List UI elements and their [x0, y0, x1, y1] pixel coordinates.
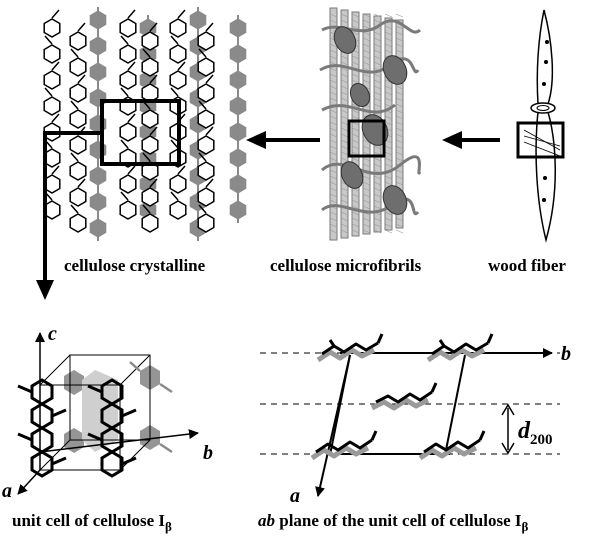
wood-fiber-illustration	[523, 9, 561, 243]
d200-label: d200	[518, 418, 553, 448]
unit-cell-b-axis	[39, 429, 199, 453]
ab-plane-a-label: a	[290, 485, 300, 507]
microfibril-selection-box	[347, 119, 386, 158]
ab-plane-illustration	[260, 333, 560, 497]
unit-cell-illustration	[17, 332, 199, 495]
cellulose-microfibrils-illustration	[319, 7, 422, 241]
unit-cell-c-label: c	[48, 323, 57, 345]
arrow-to-crystalline-head	[246, 131, 266, 149]
arrow-to-unit-cell-head	[36, 280, 54, 300]
ab-plane-b-label: b	[561, 343, 571, 365]
arrow-to-unit-cell	[43, 131, 102, 285]
caption-unit-cell: unit cell of cellulose Iβ	[12, 511, 172, 534]
unit-cell-a-axis	[17, 469, 41, 495]
caption-wood-fiber: wood fiber	[488, 256, 566, 275]
cellulose-crystalline-illustration	[43, 7, 247, 241]
unit-cell-b-label: b	[203, 442, 213, 464]
ab-plane-a-axis	[315, 354, 351, 497]
caption-cellulose-crystalline: cellulose crystalline	[64, 256, 206, 275]
arrow-to-microfibrils-head	[442, 131, 462, 149]
unit-cell-a-label: a	[2, 480, 12, 502]
caption-ab-plane: ab plane of the unit cell of cellulose I…	[258, 511, 528, 534]
wood-fiber-selection-box	[516, 121, 565, 159]
caption-cellulose-microfibrils: cellulose microfibrils	[270, 256, 422, 275]
